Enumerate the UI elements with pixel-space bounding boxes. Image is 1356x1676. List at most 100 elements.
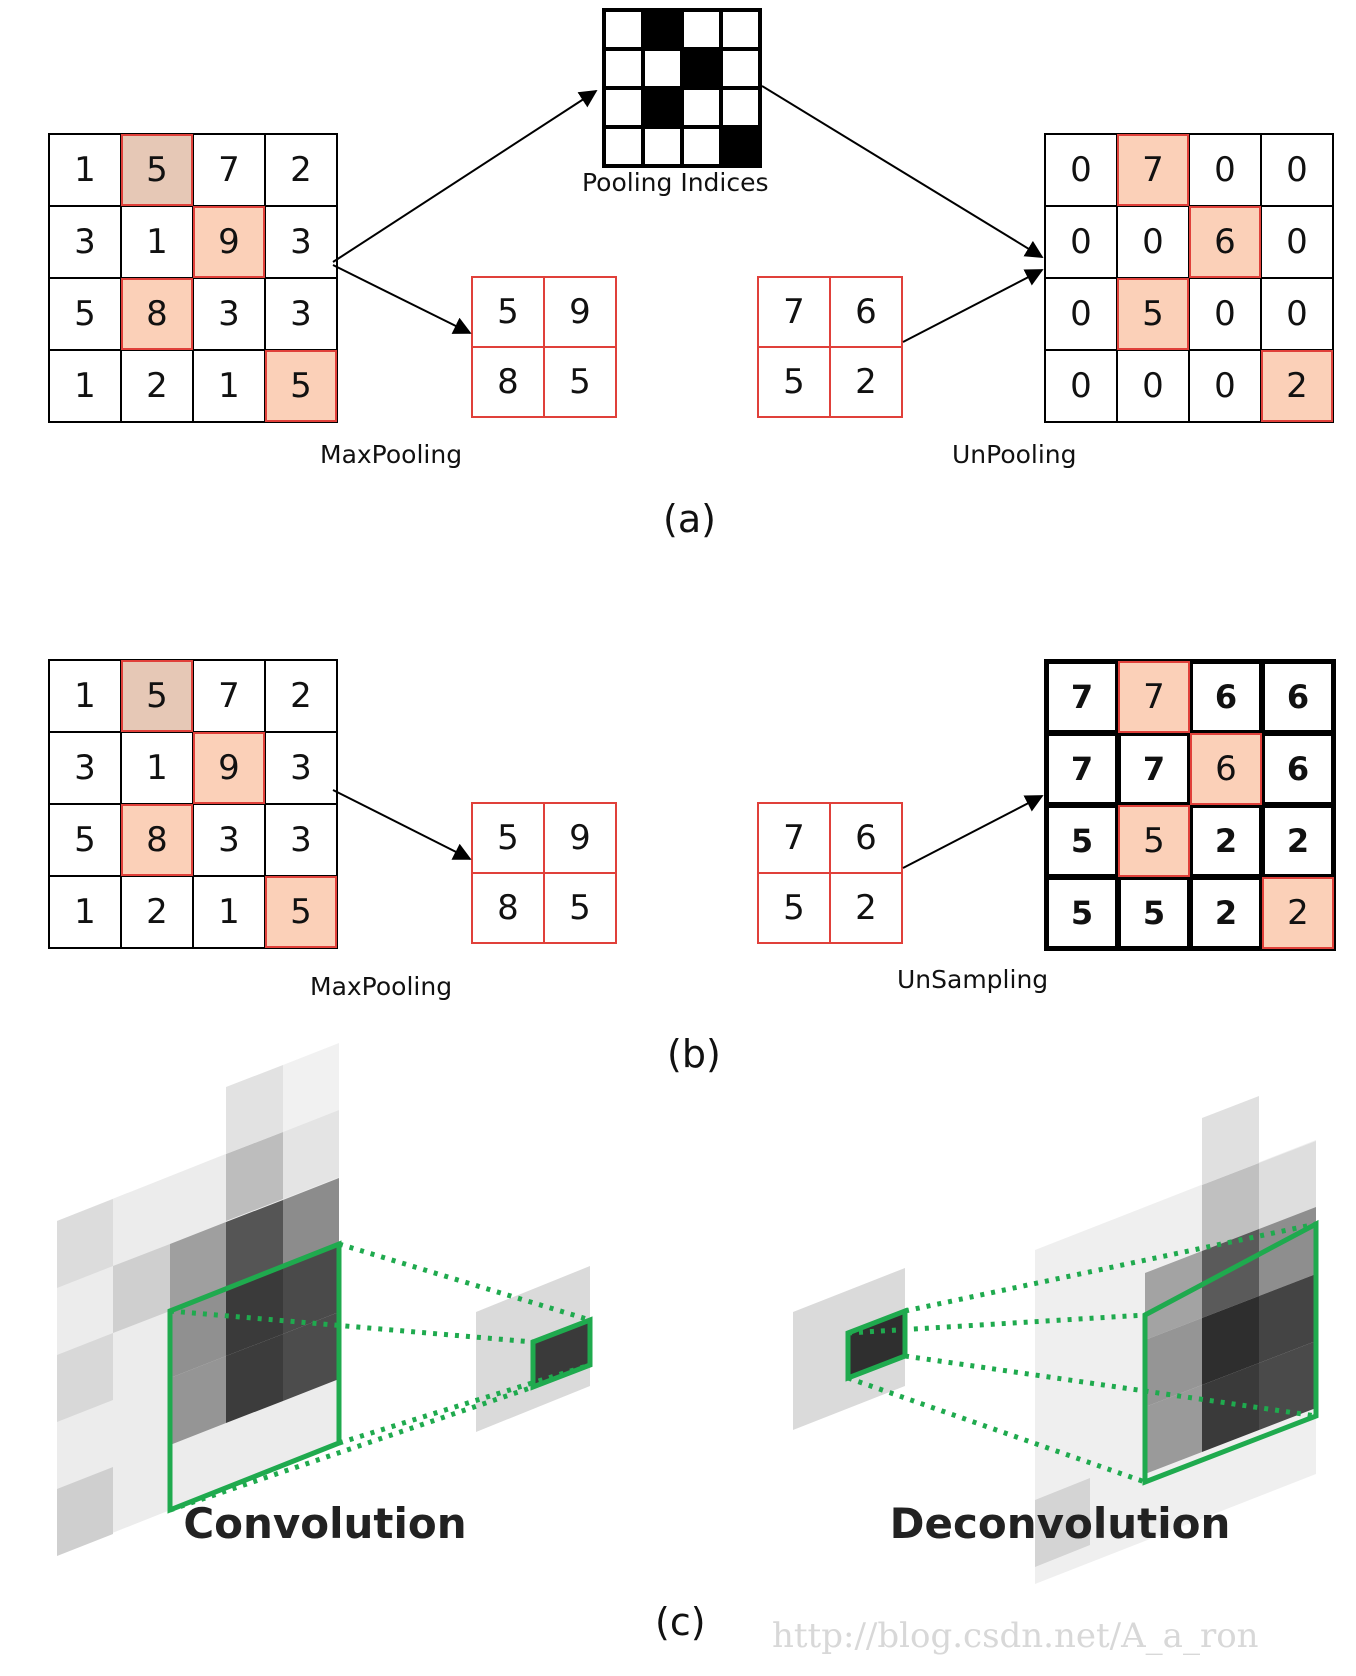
grid-cell: 3 [265, 804, 337, 876]
index-cell [643, 49, 682, 88]
maxpooling-label: MaxPooling [310, 972, 453, 1001]
grid-cell: 2 [830, 347, 902, 417]
index-cell [604, 10, 643, 49]
b-maxpool-grid: 5 9 8 5 [471, 802, 617, 944]
grid-cell: 5 [49, 278, 121, 350]
grid-cell: 6 [830, 803, 902, 873]
grid-cell: 2 [265, 660, 337, 732]
arrow-to-upsample [902, 795, 1044, 869]
grid-cell: 0 [1045, 206, 1117, 278]
grid-cell: 5 [544, 873, 616, 943]
grid-cell: 8 [472, 873, 544, 943]
grid-cell: 1 [193, 350, 265, 422]
grid-cell: 0 [1261, 278, 1333, 350]
grid-cell: 0 [1189, 278, 1261, 350]
pooling-indices-grid [602, 8, 762, 168]
grid-cell: 1 [121, 732, 193, 804]
grid-cell-max: 2 [1261, 350, 1333, 422]
grid-cell: 0 [1189, 350, 1261, 422]
panel-b-caption: (b) [667, 1032, 721, 1076]
grid-cell: 6 [830, 277, 902, 347]
grid-cell: 6 [1262, 733, 1334, 805]
index-cell [721, 49, 760, 88]
unsampling-label: UnSampling [897, 965, 1049, 994]
arrow-to-indices [332, 90, 598, 263]
conv-label-text: Convolution [183, 1499, 466, 1548]
grid-cell: 6 [1190, 661, 1262, 733]
grid-cell: 3 [49, 206, 121, 278]
a-input-grid: 1 5 7 2 3 1 9 3 5 8 3 3 1 2 1 5 [48, 133, 338, 423]
grid-cell-max: 6 [1189, 206, 1261, 278]
grid-cell-max: 7 [1117, 134, 1189, 206]
index-cell [604, 88, 643, 127]
grid-cell: 7 [193, 134, 265, 206]
conv-input-plane [57, 1043, 339, 1556]
grid-cell: 2 [121, 350, 193, 422]
arrow-to-unpool [902, 269, 1044, 343]
grid-cell-max: 2 [1262, 877, 1334, 949]
grid-cell: 9 [544, 803, 616, 873]
grid-cell-max: 8 [121, 804, 193, 876]
a-unpool-output-grid: 0 7 0 0 0 0 6 0 0 5 0 0 0 0 0 2 [1044, 133, 1334, 423]
index-cell-on [643, 88, 682, 127]
grid-cell: 8 [472, 347, 544, 417]
index-cell [604, 127, 643, 166]
index-cell-on [643, 10, 682, 49]
grid-cell: 2 [121, 876, 193, 948]
grid-cell-max: 5 [265, 350, 337, 422]
unpooling-label: UnPooling [952, 440, 1077, 469]
grid-cell: 7 [758, 803, 830, 873]
grid-cell-max: 5 [1117, 278, 1189, 350]
grid-cell: 2 [1190, 805, 1262, 877]
grid-cell: 7 [193, 660, 265, 732]
grid-cell: 9 [544, 277, 616, 347]
grid-cell: 5 [49, 804, 121, 876]
panel-c-caption: (c) [655, 1600, 706, 1644]
grid-cell: 5 [472, 803, 544, 873]
index-cell [721, 88, 760, 127]
grid-cell-max: 5 [121, 134, 193, 206]
grid-cell: 5 [1046, 877, 1118, 949]
grid-cell: 7 [1118, 733, 1190, 805]
grid-cell-max: 9 [193, 206, 265, 278]
a-maxpool-grid: 5 9 8 5 [471, 276, 617, 418]
grid-cell: 3 [265, 278, 337, 350]
index-cell [721, 10, 760, 49]
panel-a-caption: (a) [663, 497, 716, 541]
grid-cell: 5 [1046, 805, 1118, 877]
grid-cell: 1 [49, 876, 121, 948]
index-cell [643, 127, 682, 166]
maxpooling-label: MaxPooling [320, 440, 463, 469]
grid-cell: 1 [193, 876, 265, 948]
grid-cell: 2 [830, 873, 902, 943]
grid-cell: 2 [265, 134, 337, 206]
b-upsample-input-grid: 7 6 5 2 [757, 802, 903, 944]
grid-cell: 1 [49, 134, 121, 206]
grid-cell: 0 [1045, 278, 1117, 350]
arrow-indices-to-unpool [761, 85, 1044, 258]
grid-cell-max: 5 [265, 876, 337, 948]
grid-cell: 5 [758, 347, 830, 417]
index-cell [604, 49, 643, 88]
arrow-to-maxpool-b [332, 789, 472, 860]
index-cell [682, 127, 721, 166]
grid-cell: 5 [758, 873, 830, 943]
deconv-label-text: Deconvolution [890, 1499, 1231, 1548]
deconv-output-plane [1035, 1096, 1316, 1584]
index-cell [682, 88, 721, 127]
grid-cell: 5 [1118, 877, 1190, 949]
grid-cell-max: 8 [121, 278, 193, 350]
watermark: http://blog.csdn.net/A_a_ron [772, 1616, 1259, 1656]
grid-cell: 0 [1189, 134, 1261, 206]
deconv-output-frame [1142, 1219, 1319, 1486]
grid-cell: 1 [49, 350, 121, 422]
grid-cell: 0 [1261, 206, 1333, 278]
b-upsample-output-grid: 7 7 6 6 7 7 6 6 5 5 2 2 5 5 2 2 [1044, 659, 1336, 951]
arrow-to-maxpool [332, 264, 472, 334]
deconv-dotted-connectors [847, 1221, 1317, 1485]
grid-cell: 7 [1046, 661, 1118, 733]
grid-cell: 7 [758, 277, 830, 347]
